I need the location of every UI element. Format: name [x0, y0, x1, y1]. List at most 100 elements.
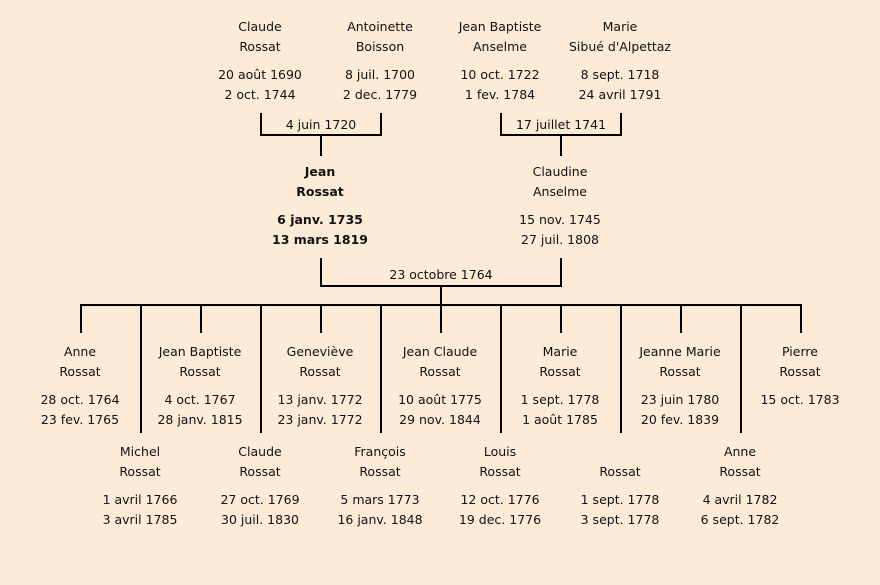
last-name: Rossat [779, 364, 821, 379]
connector-line [320, 134, 322, 156]
birth-date: 1 avril 1766 [102, 492, 178, 507]
last-name: Sibué d'Alpettaz [569, 39, 671, 54]
death-date: 24 avril 1791 [578, 87, 662, 102]
birth-date: 10 août 1775 [398, 392, 482, 407]
first-name: François [354, 444, 406, 459]
last-name: Anselme [472, 39, 528, 54]
last-name: Rossat [59, 364, 101, 379]
death-date [730, 410, 870, 430]
first-name: Marie [602, 19, 638, 34]
death-date: 2 dec. 1779 [342, 87, 418, 102]
first-name: Pierre [782, 344, 818, 359]
first-name: Jeanne Marie [639, 344, 721, 359]
last-name: Rossat [419, 364, 461, 379]
last-name: Rossat [119, 464, 161, 479]
death-date: 1 fev. 1784 [464, 87, 536, 102]
birth-date: 20 août 1690 [218, 67, 302, 82]
first-name [550, 442, 690, 462]
connector-line [800, 304, 802, 333]
last-name: Rossat [479, 464, 521, 479]
last-name: Rossat [239, 464, 281, 479]
death-date: 13 mars 1819 [272, 232, 368, 247]
marriage-date-paternal: 4 juin 1720 [285, 117, 357, 132]
last-name: Rossat [299, 364, 341, 379]
death-date: 20 fev. 1839 [640, 412, 720, 427]
first-name: Claude [238, 444, 282, 459]
connector-line [320, 258, 322, 287]
death-date: 23 fev. 1765 [40, 412, 120, 427]
death-date: 16 janv. 1848 [337, 512, 423, 527]
first-name: Michel [119, 444, 161, 459]
last-name: Rossat [179, 364, 221, 379]
last-name: Boisson [355, 39, 405, 54]
last-name: Rossat [359, 464, 401, 479]
death-date: 23 janv. 1772 [277, 412, 363, 427]
birth-date: 15 oct. 1783 [760, 392, 840, 407]
death-date: 1 août 1785 [522, 412, 598, 427]
birth-date: 6 janv. 1735 [277, 212, 363, 227]
last-name: Rossat [539, 364, 581, 379]
birth-date: 1 sept. 1778 [520, 392, 600, 407]
birth-date: 4 oct. 1767 [164, 392, 236, 407]
connector-line [560, 258, 562, 287]
connector-line [260, 113, 262, 136]
first-name: Claude [238, 19, 282, 34]
birth-date: 10 oct. 1722 [460, 67, 540, 82]
death-date: 29 nov. 1844 [399, 412, 481, 427]
birth-date: 28 oct. 1764 [40, 392, 120, 407]
birth-date: 8 sept. 1718 [580, 67, 660, 82]
last-name: Rossat [719, 464, 761, 479]
death-date: 2 oct. 1744 [224, 87, 296, 102]
birth-date: 23 juin 1780 [640, 392, 720, 407]
first-name: Jean Baptiste [458, 19, 542, 34]
birth-date: 13 janv. 1772 [277, 392, 363, 407]
connector-line [440, 304, 442, 333]
first-name: Jean Claude [402, 344, 478, 359]
first-name: Jean [304, 164, 336, 179]
connector-line [380, 113, 382, 136]
death-date: 27 juil. 1808 [521, 232, 599, 247]
first-name: Anne [723, 444, 757, 459]
birth-date: 4 avril 1782 [702, 492, 778, 507]
birth-date: 12 oct. 1776 [460, 492, 540, 507]
connector-line [500, 304, 502, 433]
death-date: 28 janv. 1815 [157, 412, 243, 427]
death-date: 30 juil. 1830 [221, 512, 299, 527]
connector-line [680, 304, 682, 333]
connector-line [440, 285, 442, 305]
connector-line [560, 304, 562, 333]
first-name: Anne [63, 344, 97, 359]
connector-line [620, 304, 622, 433]
death-date: 3 sept. 1778 [580, 512, 660, 527]
birth-date: 1 sept. 1778 [580, 492, 660, 507]
birth-date: 5 mars 1773 [340, 492, 420, 507]
death-date: 3 avril 1785 [102, 512, 178, 527]
connector-line [140, 304, 142, 433]
first-name: Claudine [532, 164, 588, 179]
last-name: Anselme [532, 184, 588, 199]
first-name: Marie [542, 344, 578, 359]
connector-line [320, 304, 322, 333]
connector-line [200, 304, 202, 333]
first-name: Antoinette [347, 19, 413, 34]
connector-line [80, 304, 82, 333]
connector-line [740, 304, 742, 433]
marriage-date-parents: 23 octobre 1764 [389, 267, 493, 282]
connector-line [380, 304, 382, 433]
last-name: Rossat [659, 364, 701, 379]
last-name: Rossat [239, 39, 281, 54]
death-date: 19 dec. 1776 [458, 512, 542, 527]
first-name: Geneviève [286, 344, 354, 359]
connector-line [620, 113, 622, 136]
last-name: Rossat [296, 184, 344, 199]
birth-date: 8 juil. 1700 [344, 67, 416, 82]
first-name: Jean Baptiste [158, 344, 242, 359]
birth-date: 15 nov. 1745 [519, 212, 601, 227]
birth-date: 27 oct. 1769 [220, 492, 300, 507]
last-name: Rossat [599, 464, 641, 479]
marriage-date-maternal: 17 juillet 1741 [515, 117, 607, 132]
connector-line [500, 113, 502, 136]
connector-line [560, 134, 562, 156]
death-date: 6 sept. 1782 [700, 512, 780, 527]
first-name: Louis [483, 444, 517, 459]
